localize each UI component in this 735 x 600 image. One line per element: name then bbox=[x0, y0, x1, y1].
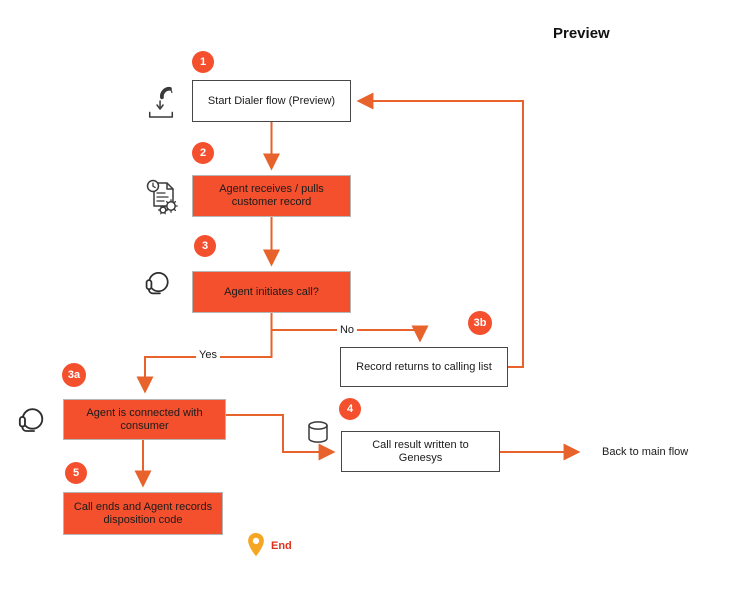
yes-branch-label: Yes bbox=[196, 349, 220, 361]
headset-icon-large bbox=[18, 408, 44, 432]
connector-connected-to-genesys bbox=[226, 414, 336, 461]
connector-return-loop bbox=[356, 92, 524, 368]
back-to-main-flow-label: Back to main flow bbox=[602, 446, 689, 458]
page-title: Preview bbox=[553, 25, 610, 42]
node-call-ends-disposition: Call ends and Agent records disposition … bbox=[63, 492, 223, 535]
end-label: End bbox=[271, 540, 292, 552]
connector-no-branch bbox=[271, 325, 429, 343]
node-agent-initiates-call: Agent initiates call? bbox=[192, 271, 351, 313]
step-badge-2: 2 bbox=[192, 142, 214, 164]
step-badge-3: 3 bbox=[194, 235, 216, 257]
dialer-start-icon bbox=[148, 86, 174, 118]
node-record-returns: Record returns to calling list bbox=[340, 347, 508, 387]
node-agent-connected: Agent is connected with consumer bbox=[63, 399, 226, 440]
node-call-result-genesys: Call result written to Genesys bbox=[341, 431, 500, 472]
end-pin-icon bbox=[248, 533, 264, 557]
step-badge-5: 5 bbox=[65, 462, 87, 484]
node-agent-receives-record: Agent receives / pulls customer record bbox=[192, 175, 351, 217]
record-process-icon bbox=[146, 179, 178, 215]
step-badge-1: 1 bbox=[192, 51, 214, 73]
no-branch-label: No bbox=[336, 324, 358, 336]
headset-icon bbox=[145, 271, 169, 295]
step-badge-3a: 3a bbox=[62, 363, 86, 387]
node-start-dialer-flow: Start Dialer flow (Preview) bbox=[192, 80, 351, 122]
step-badge-4: 4 bbox=[339, 398, 361, 420]
database-icon bbox=[308, 421, 328, 443]
step-badge-3b: 3b bbox=[468, 311, 492, 335]
